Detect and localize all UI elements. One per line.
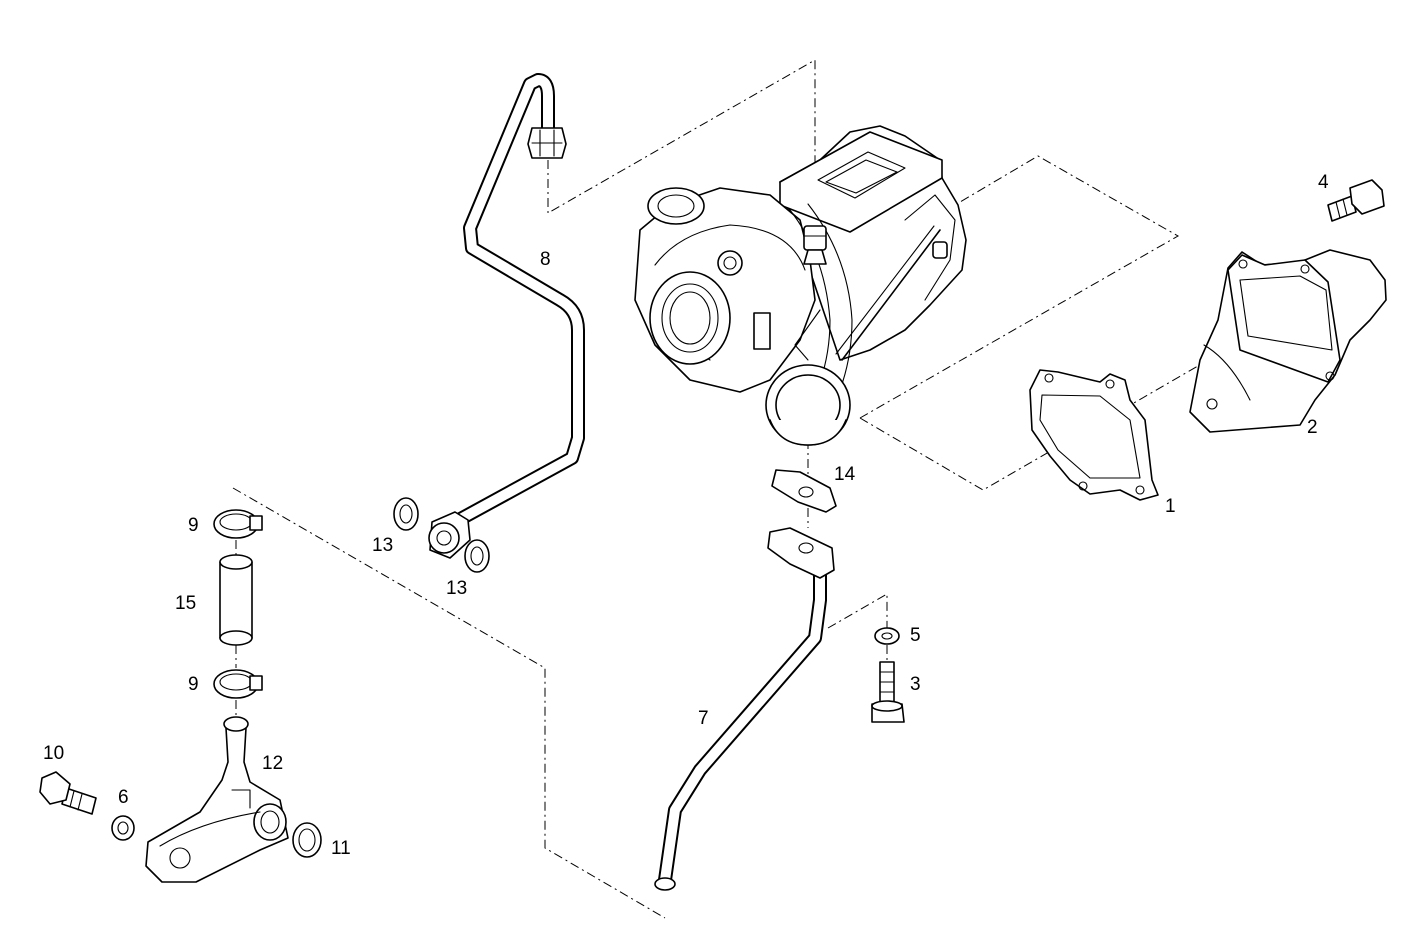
- callout-8: 8: [540, 249, 551, 270]
- oil-return-manifold: [145, 716, 289, 883]
- exhaust-elbow: [1189, 249, 1387, 433]
- hose-clamp: [213, 509, 263, 539]
- callout-11: 11: [331, 838, 351, 859]
- drain-gasket: [771, 469, 837, 513]
- copper-washer: [393, 497, 419, 531]
- o-ring: [292, 822, 322, 858]
- callout-13b: 13: [446, 578, 467, 599]
- callout-7: 7: [698, 708, 709, 729]
- callout-9b: 9: [188, 674, 199, 695]
- bolt: [1327, 179, 1385, 222]
- callout-6: 6: [118, 787, 129, 808]
- callout-5: 5: [910, 625, 921, 646]
- copper-washer: [464, 539, 490, 573]
- washer: [874, 627, 900, 645]
- oil-feed-pipe: [428, 73, 585, 559]
- turbocharger: [634, 125, 967, 446]
- oil-drain-pipe: [654, 527, 835, 891]
- callout-9a: 9: [188, 515, 199, 536]
- callout-labels: 1 2 3 4 5 6 7 8 9 9 10 11 12 13 13 14 15: [43, 172, 1329, 859]
- callout-15: 15: [175, 593, 196, 614]
- washer: [111, 815, 135, 841]
- callout-1: 1: [1165, 496, 1176, 517]
- callout-14: 14: [834, 464, 856, 485]
- callout-13a: 13: [372, 535, 393, 556]
- bolt: [871, 661, 905, 723]
- callout-10: 10: [43, 743, 64, 764]
- bolt: [39, 771, 97, 815]
- callout-12: 12: [262, 753, 283, 774]
- callout-2: 2: [1307, 417, 1318, 438]
- callout-3: 3: [910, 674, 921, 695]
- hose-clamp: [213, 669, 263, 699]
- hose: [219, 554, 253, 646]
- flange-gasket: [1029, 369, 1159, 501]
- callout-4: 4: [1318, 172, 1329, 193]
